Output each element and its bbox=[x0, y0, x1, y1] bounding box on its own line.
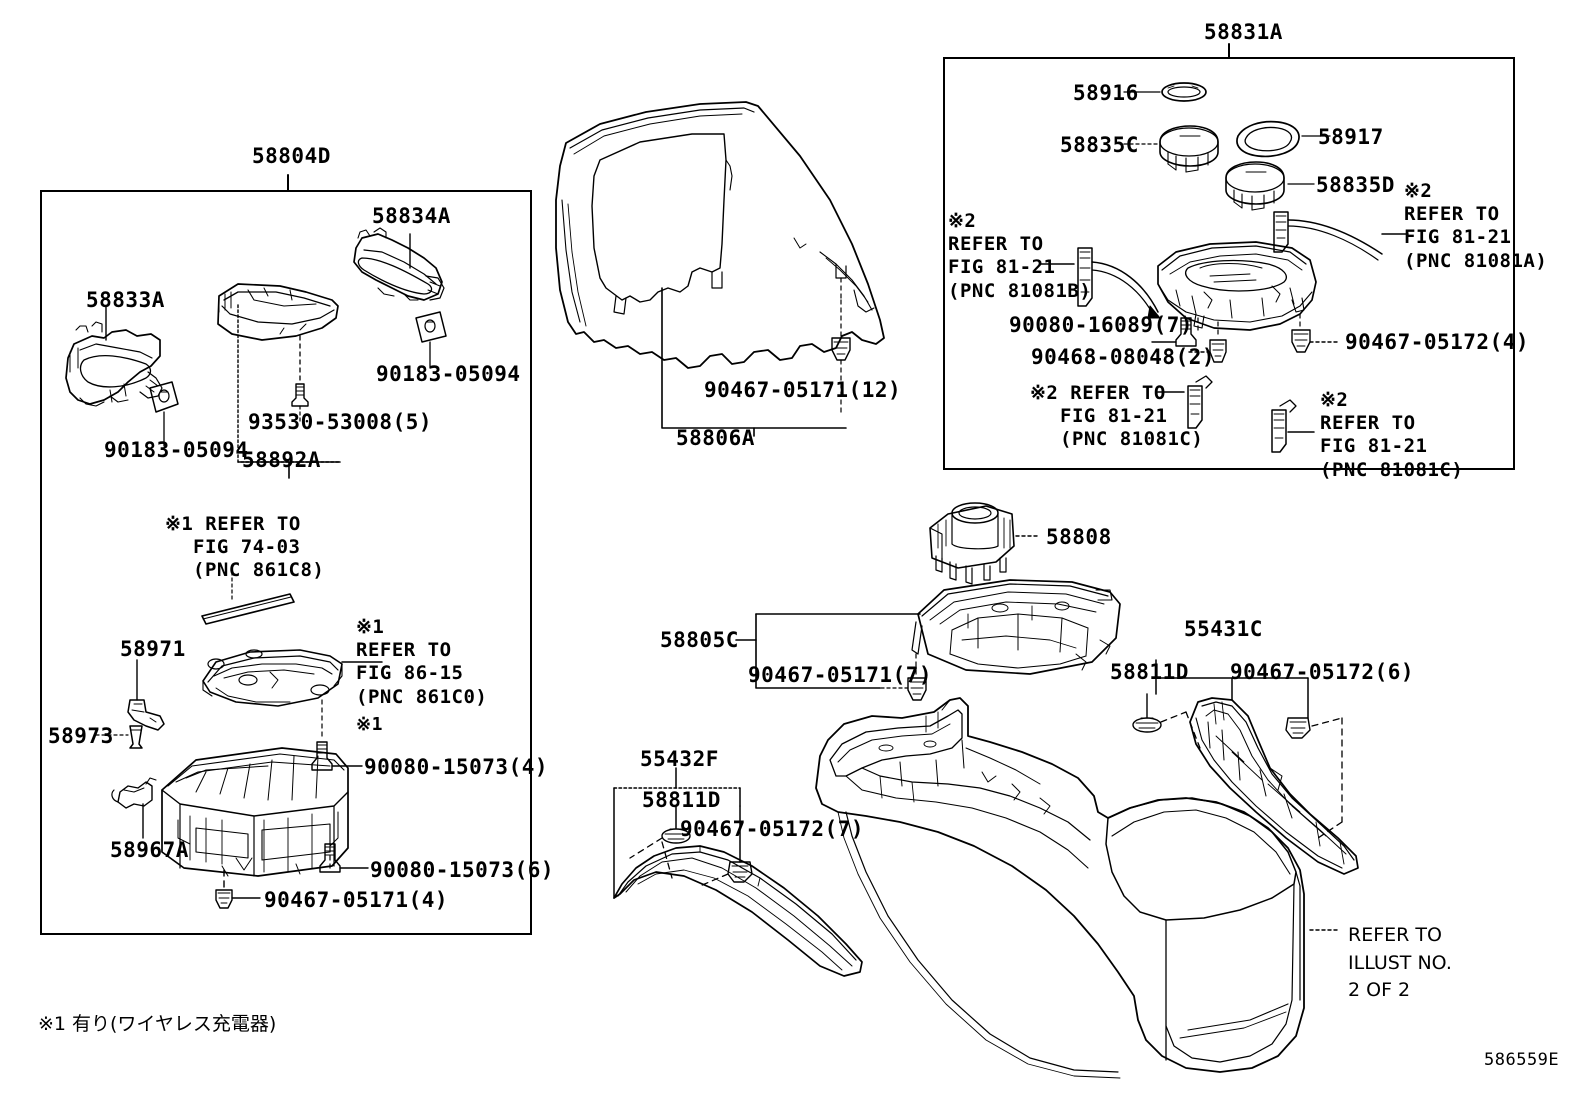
ref-note-fig-86-15: ※1 REFER TO FIG 86-15 (PNC 861C0) bbox=[356, 616, 488, 708]
ref-mark-90080-15073-4: ※1 bbox=[356, 714, 383, 735]
callout-90467-05171-7: 90467-05171(7) bbox=[748, 663, 933, 687]
callout-58892A: 58892A bbox=[242, 448, 321, 472]
callout-58967A: 58967A bbox=[110, 838, 189, 862]
callout-58804D: 58804D bbox=[252, 144, 331, 168]
callout-90080-16089: 90080-16089(7) bbox=[1009, 313, 1194, 337]
callout-58833A: 58833A bbox=[86, 288, 165, 312]
callout-58916: 58916 bbox=[1073, 81, 1139, 105]
callout-58805C: 58805C bbox=[660, 628, 739, 652]
callout-90467-05172-4: 90467-05172(4) bbox=[1345, 330, 1530, 354]
ref-note-81081C-2: ※2 REFER TO FIG 81-21 (PNC 81081C) bbox=[1320, 389, 1464, 481]
callout-90467-05171-4: 90467-05171(4) bbox=[264, 888, 449, 912]
callout-58808: 58808 bbox=[1046, 525, 1112, 549]
callout-93530-53008: 93530-53008(5) bbox=[248, 410, 433, 434]
callout-55432F: 55432F bbox=[640, 747, 719, 771]
ref-note-fig-74-03: ※1 REFER TO FIG 74-03 (PNC 861C8) bbox=[165, 513, 325, 582]
callout-58811D-left: 58811D bbox=[642, 788, 721, 812]
part-90467-05172-clip-6 bbox=[1285, 717, 1311, 739]
callout-90467-05172-7: 90467-05172(7) bbox=[680, 817, 865, 841]
ref-note-81081C-1: ※2 REFER TO FIG 81-21 (PNC 81081C) bbox=[1030, 382, 1204, 451]
part-90467-05171-clip-12 bbox=[831, 337, 851, 361]
callout-58834A: 58834A bbox=[372, 204, 451, 228]
callout-90183-05094-left: 90183-05094 bbox=[104, 438, 249, 462]
ref-note-81081A: ※2 REFER TO FIG 81-21 (PNC 81081A) bbox=[1404, 180, 1548, 272]
part-55431C bbox=[1189, 697, 1359, 875]
callout-90080-15073-6: 90080-15073(6) bbox=[370, 858, 555, 882]
callout-58831A: 58831A bbox=[1204, 20, 1283, 44]
illust-reference-note: REFER TO ILLUST NO. 2 OF 2 bbox=[1348, 924, 1452, 1002]
ref-note-81081B: ※2 REFER TO FIG 81-21 (PNC 81081B) bbox=[948, 210, 1092, 302]
callout-90183-05094-right: 90183-05094 bbox=[376, 362, 521, 386]
callout-58811D-right: 58811D bbox=[1110, 660, 1189, 684]
callout-58971: 58971 bbox=[120, 637, 186, 661]
legend-block: ※1有り(ワイヤレス充電器) ※1W(WIRELESS CHARGER) ※2有… bbox=[38, 952, 427, 1099]
part-58808 bbox=[929, 502, 1015, 585]
figure-number: 586559E bbox=[1484, 1050, 1560, 1070]
callout-90080-15073-4: 90080-15073(4) bbox=[364, 755, 549, 779]
callout-90467-05171-12: 90467-05171(12) bbox=[704, 378, 902, 402]
callout-90468-08048: 90468-08048(2) bbox=[1031, 345, 1216, 369]
part-58806A bbox=[555, 101, 885, 369]
callout-90467-05172-6: 90467-05172(6) bbox=[1230, 660, 1415, 684]
part-main-console-body bbox=[815, 697, 1305, 1079]
group-box-58831A bbox=[943, 57, 1515, 470]
callout-58835C: 58835C bbox=[1060, 133, 1139, 157]
callout-58806A: 58806A bbox=[676, 426, 755, 450]
callout-55431C: 55431C bbox=[1184, 617, 1263, 641]
part-58811D-clip-right bbox=[1132, 717, 1162, 733]
callout-58917: 58917 bbox=[1318, 125, 1384, 149]
part-90467-05172-clip-7 bbox=[727, 861, 753, 883]
part-55432F bbox=[613, 845, 863, 977]
group-box-58804D bbox=[40, 190, 532, 935]
callout-58973: 58973 bbox=[48, 724, 114, 748]
bracket-58806A bbox=[661, 287, 847, 429]
part-58805C bbox=[911, 579, 1121, 675]
callout-58835D: 58835D bbox=[1316, 173, 1395, 197]
